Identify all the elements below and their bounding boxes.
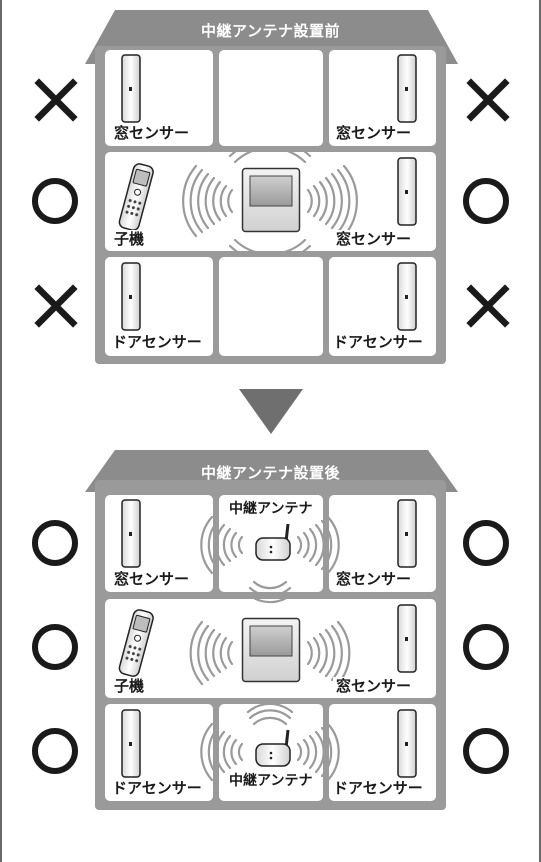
- cross-mark-icon: [34, 78, 78, 122]
- window-sensor-icon: [397, 157, 417, 226]
- room-bottom-center: [219, 257, 323, 356]
- handset-icon: [118, 609, 154, 677]
- label-door-sensor: ドアセンサー: [330, 779, 426, 797]
- left-frame-line: [0, 0, 2, 862]
- label-window-sensor: 窓センサー: [333, 677, 415, 695]
- window-sensor-icon: [121, 54, 141, 123]
- relay-antenna-icon: [255, 729, 291, 767]
- label-relay-antenna: 中継アンテナ: [226, 772, 316, 790]
- relay-antenna-icon: [255, 523, 291, 561]
- handset-icon: [118, 163, 154, 231]
- house-before: 中継アンテナ設置前 窓センサー 窓センサー 子機: [0, 0, 541, 370]
- down-arrow-icon: [239, 389, 303, 434]
- radio-waves: [182, 148, 358, 253]
- cross-mark-icon: [466, 78, 510, 122]
- window-sensor-icon: [121, 499, 141, 568]
- circle-mark-icon: [32, 624, 78, 670]
- label-handset: 子機: [111, 230, 148, 248]
- radio-waves: [189, 515, 351, 782]
- label-door-sensor: ドアセンサー: [109, 333, 205, 351]
- door-sensor-icon: [121, 709, 141, 778]
- main-monitor-icon: [241, 167, 301, 233]
- label-window-sensor: 窓センサー: [333, 230, 415, 248]
- window-sensor-icon: [397, 604, 417, 673]
- door-sensor-icon: [397, 262, 417, 331]
- title-before: 中継アンテナ設置前: [201, 22, 340, 40]
- main-monitor-icon: [241, 617, 301, 683]
- house-after: 中継アンテナ設置後: [0, 450, 541, 820]
- window-sensor-icon: [397, 499, 417, 568]
- circle-mark-icon: [32, 520, 78, 566]
- label-window-sensor: 窓センサー: [111, 124, 193, 142]
- title-after: 中継アンテナ設置後: [201, 464, 340, 482]
- cross-mark-icon: [34, 284, 78, 328]
- label-relay-antenna: 中継アンテナ: [226, 500, 316, 518]
- window-sensor-icon: [397, 54, 417, 123]
- right-frame-line: [539, 0, 541, 862]
- room-top-center: [219, 50, 323, 146]
- door-sensor-icon: [121, 262, 141, 331]
- circle-mark-icon: [463, 728, 509, 774]
- label-window-sensor: 窓センサー: [333, 124, 415, 142]
- circle-mark-icon: [463, 178, 509, 224]
- label-window-sensor: 窓センサー: [333, 570, 415, 588]
- cross-mark-icon: [466, 284, 510, 328]
- label-door-sensor: ドアセンサー: [109, 779, 205, 797]
- label-window-sensor: 窓センサー: [111, 570, 193, 588]
- label-door-sensor: ドアセンサー: [330, 333, 426, 351]
- circle-mark-icon: [463, 520, 509, 566]
- door-sensor-icon: [397, 709, 417, 778]
- circle-mark-icon: [32, 728, 78, 774]
- circle-mark-icon: [32, 178, 78, 224]
- circle-mark-icon: [463, 624, 509, 670]
- label-handset: 子機: [111, 677, 148, 695]
